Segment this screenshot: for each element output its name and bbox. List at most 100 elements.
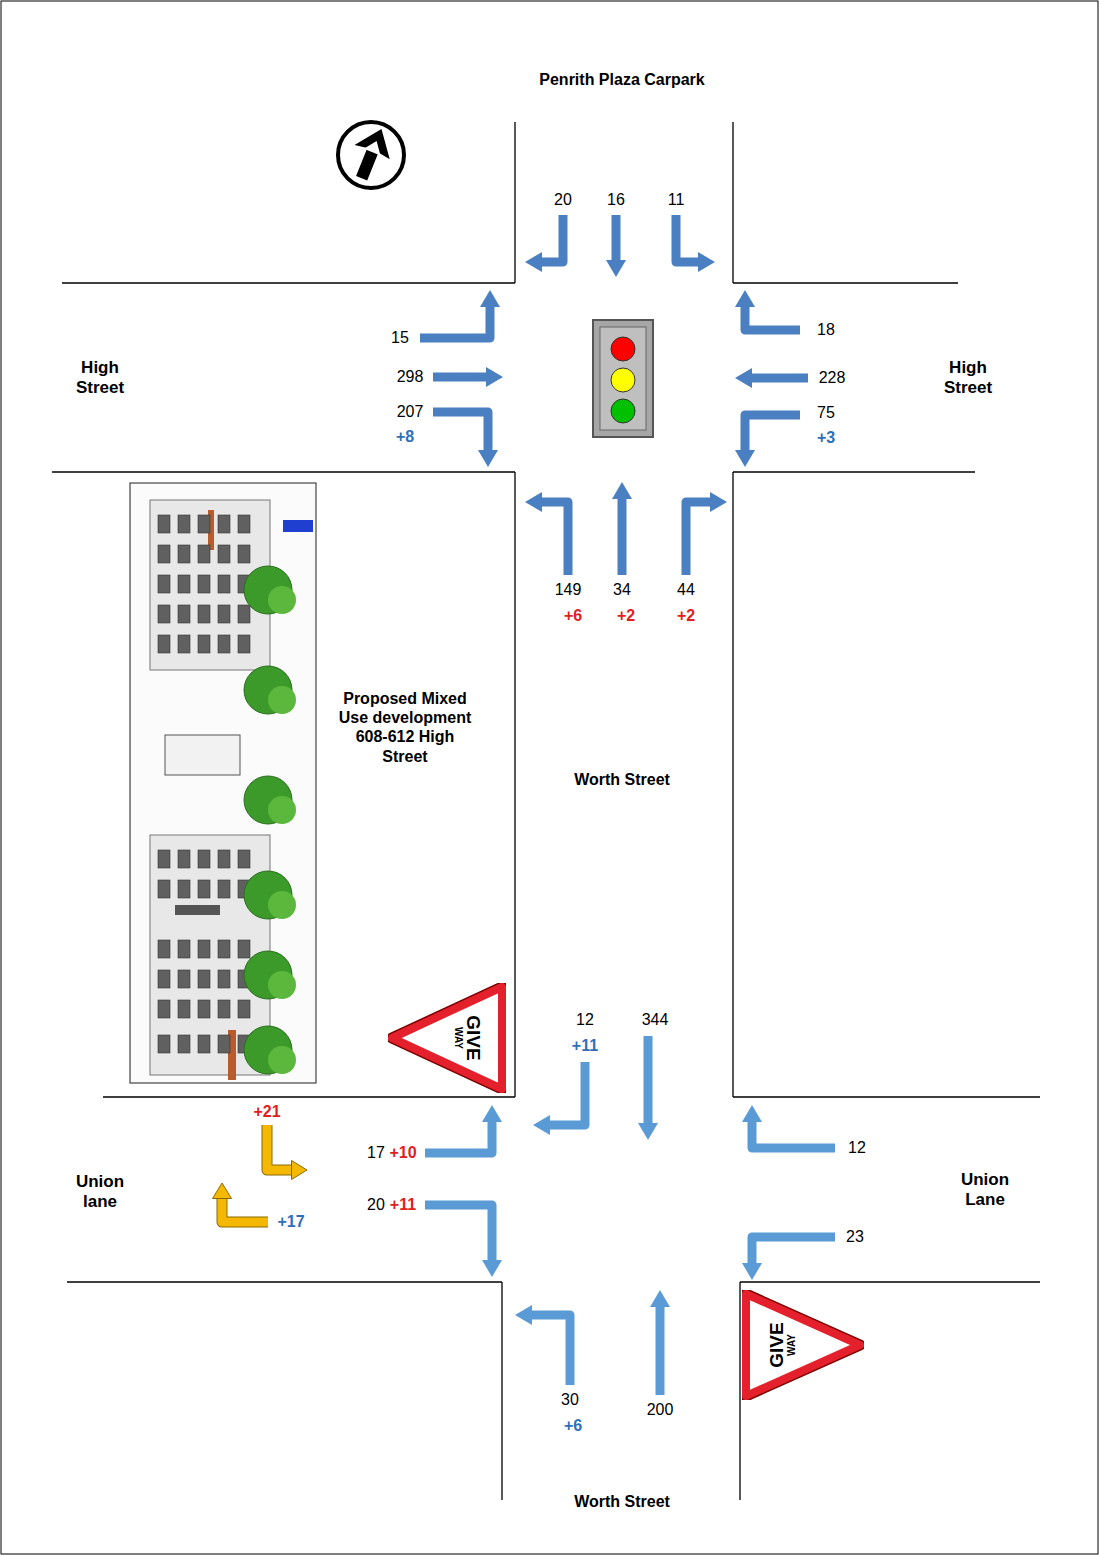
window: [178, 575, 190, 593]
tree: [268, 586, 296, 614]
window: [218, 940, 230, 958]
tree: [268, 971, 296, 999]
street-name: Proposed Mixed Use development 608-612 H…: [335, 689, 475, 766]
movement-arrow: [752, 1120, 835, 1148]
movement-arrow: [644, 1036, 653, 1125]
window: [218, 545, 230, 563]
window: [178, 970, 190, 988]
window: [218, 1035, 230, 1053]
window: [238, 515, 250, 533]
window: [238, 940, 250, 958]
movement-arrow: [548, 1062, 585, 1125]
sign-word-small: WAY: [453, 1015, 463, 1060]
movement-arrow: [267, 1125, 293, 1170]
traffic-volume: 34: [613, 580, 631, 599]
movement-arrow: [745, 415, 800, 452]
window: [198, 515, 210, 533]
traffic-volume: +11: [572, 1036, 598, 1055]
traffic-signal: [593, 320, 653, 437]
traffic-volume: +8: [396, 427, 414, 446]
traffic-volume: 44: [677, 580, 695, 599]
window: [198, 575, 210, 593]
traffic-volume: 228: [819, 368, 846, 387]
movement-arrow: [745, 305, 800, 330]
window: [178, 1035, 190, 1053]
traffic-volume: +2: [617, 606, 635, 625]
sign-outline: [742, 1290, 864, 1400]
window: [198, 970, 210, 988]
traffic-volume: 20: [367, 1195, 385, 1214]
movement-arrow: [540, 502, 568, 575]
movement-arrow: [618, 497, 627, 575]
tree: [268, 1046, 296, 1074]
sign-outline: [388, 983, 506, 1093]
window: [178, 515, 190, 533]
movement-arrow: [676, 215, 700, 262]
street-name: High Street: [65, 358, 135, 399]
traffic-volume: 75: [817, 403, 835, 422]
sign-text: GIVEWAY: [453, 1015, 483, 1060]
window: [158, 1000, 170, 1018]
traffic-volume: 15: [391, 328, 409, 347]
sign-word-small: WAY: [787, 1322, 797, 1367]
street-name: Union lane: [70, 1172, 130, 1213]
traffic-volume: +6: [564, 606, 582, 625]
window: [238, 850, 250, 868]
window: [238, 1000, 250, 1018]
movement-arrow: [425, 1120, 492, 1153]
window: [158, 1035, 170, 1053]
window: [158, 635, 170, 653]
building-illustration: [130, 483, 316, 1083]
window: [198, 940, 210, 958]
give-way-sign: GIVEWAY: [388, 983, 506, 1093]
window: [158, 575, 170, 593]
movement-arrow-outline: [267, 1125, 293, 1170]
traffic-volume: 200: [647, 1400, 674, 1419]
traffic-volume: 23: [846, 1227, 864, 1246]
traffic-volume: 12: [576, 1010, 594, 1029]
traffic-volume: 207: [397, 402, 424, 421]
traffic-volume: +17: [277, 1212, 304, 1231]
movement-arrow: [752, 1237, 835, 1265]
window: [238, 635, 250, 653]
window: [218, 970, 230, 988]
window: [178, 605, 190, 623]
window: [158, 515, 170, 533]
window: [198, 545, 210, 563]
movement-arrow: [433, 412, 488, 452]
traffic-volume: +3: [817, 428, 835, 447]
tree: [268, 891, 296, 919]
movement-arrow: [420, 305, 490, 338]
movement-arrow: [540, 215, 563, 262]
window: [158, 940, 170, 958]
window: [198, 1035, 210, 1053]
movement-arrow: [686, 502, 712, 575]
window: [178, 850, 190, 868]
street-name: Worth Street: [574, 1492, 670, 1511]
movement-arrow: [530, 1315, 570, 1385]
window: [198, 850, 210, 868]
movement-arrow: [750, 374, 808, 383]
window: [158, 970, 170, 988]
traffic-volume: 16: [607, 190, 625, 209]
traffic-volume: 30: [561, 1390, 579, 1409]
window: [178, 1000, 190, 1018]
window: [178, 940, 190, 958]
sign-word-large: GIVE: [767, 1322, 786, 1367]
window: [198, 635, 210, 653]
traffic-volume: 18: [817, 320, 835, 339]
window: [238, 605, 250, 623]
window: [218, 575, 230, 593]
sign-word-large: GIVE: [464, 1015, 483, 1060]
traffic-volume: +2: [677, 606, 695, 625]
street-name: Union Lane: [955, 1170, 1015, 1211]
window: [218, 850, 230, 868]
traffic-volume: 11: [668, 190, 685, 209]
window: [158, 850, 170, 868]
movement-arrow: [222, 1197, 268, 1222]
window: [158, 880, 170, 898]
window: [218, 880, 230, 898]
window: [238, 545, 250, 563]
tree: [268, 796, 296, 824]
traffic-volume: +11: [390, 1195, 416, 1214]
